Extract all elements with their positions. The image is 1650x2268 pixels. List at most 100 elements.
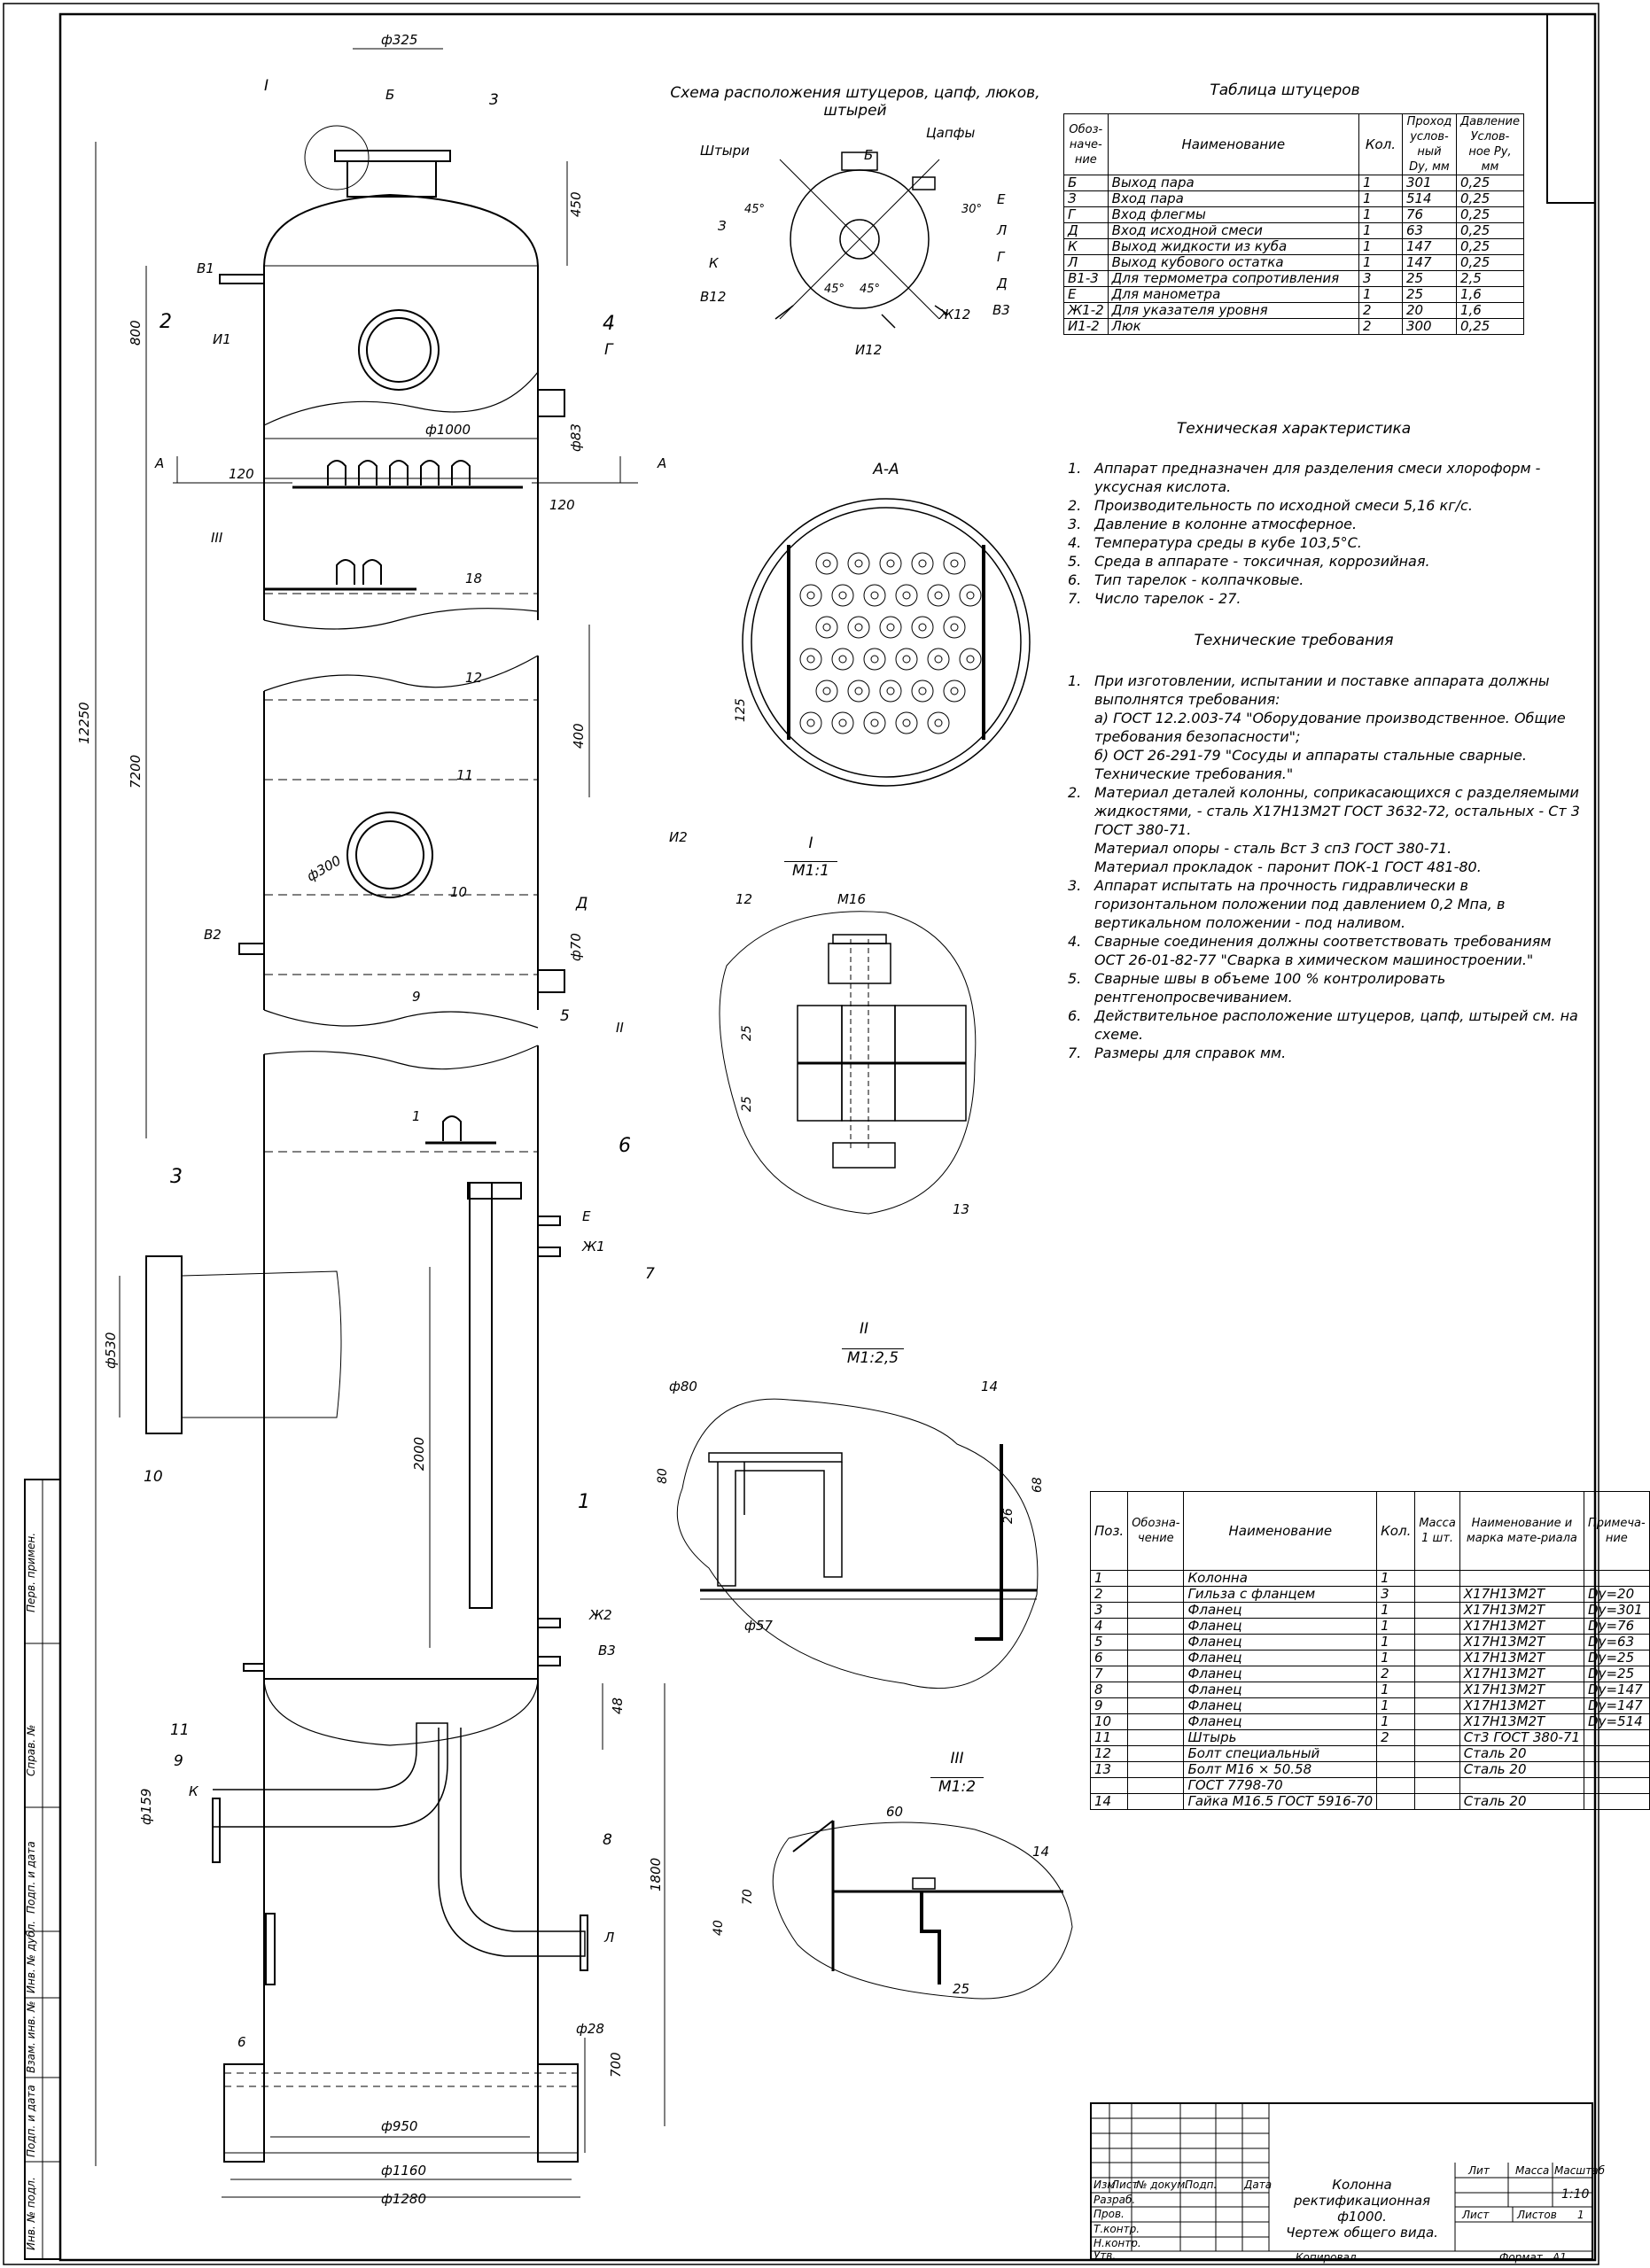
bubble-cap xyxy=(911,552,934,575)
nozzle-table-row-cell: 25 xyxy=(1401,270,1457,287)
bom-row-cell xyxy=(1127,1697,1185,1714)
tb-prov: Пров. xyxy=(1094,2208,1125,2220)
tech-char-num: 6. xyxy=(1068,571,1082,588)
bom-row-cell: Фланец xyxy=(1183,1682,1378,1698)
tech-char-text: Тип тарелок - колпачковые. xyxy=(1094,571,1304,588)
label-i2: И2 xyxy=(669,829,688,845)
bom-row-cell xyxy=(1414,1634,1460,1651)
detail-III-title: III xyxy=(950,1750,964,1767)
nozzle-table-row-cell: 1,6 xyxy=(1455,302,1525,319)
nozzle-col-pn: Давление Услов-ное Pу, мм xyxy=(1455,113,1525,175)
detail-III-scale: М1:2 xyxy=(930,1777,984,1796)
dim-h12250: 12250 xyxy=(76,702,92,744)
tb-format-value: А1 xyxy=(1553,2251,1567,2264)
req-7: Размеры для справок мм. xyxy=(1094,1045,1287,1061)
nozzle-table-row-cell: 1 xyxy=(1358,254,1403,271)
dim-h70: 70 xyxy=(741,1889,755,1905)
pos-9: 9 xyxy=(174,1752,183,1770)
tech-char-text: Температура среды в кубе 103,5°С. xyxy=(1094,534,1362,551)
label-l: Л xyxy=(603,1930,614,1946)
tech-char-item: 4.Температура среды в кубе 103,5°С. xyxy=(1068,533,1582,552)
drawing-sheet xyxy=(3,3,1599,2265)
bom-row-cell xyxy=(1127,1713,1185,1730)
tech-char-num: 1. xyxy=(1068,460,1082,477)
detail-II-bubble-cap: ф80 80 ф57 26 68 14 xyxy=(656,1379,1045,1689)
bom-row-cell: 2 xyxy=(1089,1586,1129,1603)
label-tray18: 18 xyxy=(465,571,482,586)
dim-w6: 6 xyxy=(237,2034,246,2050)
bubble-cap xyxy=(799,584,822,607)
tech-char-num: 5. xyxy=(1068,553,1082,570)
tb-sheets: Листов xyxy=(1517,2209,1557,2221)
label-a-right: А xyxy=(657,455,666,471)
bubble-cap-center xyxy=(950,559,959,568)
tb-format: Формат xyxy=(1499,2251,1543,2264)
bubble-cap-center xyxy=(918,623,927,632)
nozzle-table-row-cell: Ж1-2 xyxy=(1063,302,1109,319)
tech-char-item: 1.Аппарат предназначен для разделения см… xyxy=(1068,459,1582,496)
bubble-cap xyxy=(895,648,918,671)
scheme-label-e: Е xyxy=(997,191,1006,207)
dim-h400: 400 xyxy=(571,723,587,749)
bom-row-cell: 6 xyxy=(1089,1650,1129,1666)
bom-row-cell xyxy=(1376,1777,1416,1794)
dim-h80: 80 xyxy=(656,1468,670,1484)
dim-d530: ф530 xyxy=(103,1332,119,1369)
bom-row-cell xyxy=(1127,1602,1185,1619)
bubble-cap-center xyxy=(934,591,943,600)
shell-top-head xyxy=(263,193,539,267)
bom-row-cell: 2 xyxy=(1376,1729,1416,1746)
bom-row-cell: 1 xyxy=(1376,1618,1416,1635)
nozzle-table-row-cell: 0,25 xyxy=(1455,222,1525,239)
bubble-cap-center xyxy=(950,687,959,695)
bom-row-cell: Dу=514 xyxy=(1584,1713,1650,1730)
bom-row-cell: Dу=63 xyxy=(1584,1634,1650,1651)
bom-row-cell xyxy=(1414,1729,1460,1746)
bubble-cap-center xyxy=(806,718,815,727)
nozzle-table-row-cell: Для указателя уровня xyxy=(1107,302,1359,319)
bom-row-cell: 2 xyxy=(1376,1666,1416,1682)
bom-row-cell xyxy=(1584,1761,1650,1778)
bom-row-cell: 5 xyxy=(1089,1634,1129,1651)
tb-name-1: Колонна ректификационная xyxy=(1293,2177,1431,2209)
bom-row-cell: Dу=25 xyxy=(1584,1650,1650,1666)
bubble-cap xyxy=(815,616,838,639)
bubble-cap xyxy=(911,616,934,639)
bom-row-cell: Dу=25 xyxy=(1584,1666,1650,1682)
label-d: Д xyxy=(575,895,588,913)
scheme-angle-b: 45° xyxy=(824,283,844,296)
req-2b: Материал опоры - сталь Вст 3 сп3 ГОСТ 38… xyxy=(1094,840,1452,857)
nozzle-table-row-cell: Л xyxy=(1063,254,1109,271)
bubble-cap xyxy=(863,584,886,607)
dim-h26: 26 xyxy=(1001,1508,1016,1524)
bubble-cap-center xyxy=(822,687,831,695)
bom-row-cell xyxy=(1127,1586,1185,1603)
bom-row-cell: Болт М16 × 50.58 xyxy=(1183,1761,1378,1778)
scheme-angle-30: 30° xyxy=(961,203,982,216)
tb-razrab: Разраб. xyxy=(1094,2194,1136,2206)
nozzle-table-row-cell: В1-3 xyxy=(1063,270,1109,287)
bubble-cap xyxy=(863,648,886,671)
bom-row-cell: Ст3 ГОСТ 380-71 xyxy=(1459,1729,1585,1746)
detail-III-tray-support: 60 70 40 25 14 xyxy=(712,1804,1073,2000)
bubble-cap xyxy=(815,552,838,575)
bubble-cap-center xyxy=(870,718,879,727)
bom-row-cell: Фланец xyxy=(1183,1713,1378,1730)
nozzle-z-flange xyxy=(145,1255,183,1434)
bubble-cap xyxy=(959,584,982,607)
dim-d28: ф28 xyxy=(576,2021,604,2037)
dim-d950: ф950 xyxy=(381,2118,417,2134)
bom-row-cell: 1 xyxy=(1089,1570,1129,1587)
scheme-label-b3: В3 xyxy=(992,302,1010,318)
req-1a: а) ГОСТ 12.2.003-74 "Оборудование произв… xyxy=(1094,710,1566,745)
bom-row-cell: Dу=147 xyxy=(1584,1682,1650,1698)
pos-14b: 14 xyxy=(1032,1844,1049,1860)
bom-row-cell: 3 xyxy=(1089,1602,1129,1619)
pos-12: 12 xyxy=(735,891,752,907)
dim-d300: ф300 xyxy=(304,852,344,884)
side-stamp: Перв. примен. Справ. № Подп. и дата Инв.… xyxy=(25,1480,43,2259)
dim-h125: 125 xyxy=(734,698,748,722)
